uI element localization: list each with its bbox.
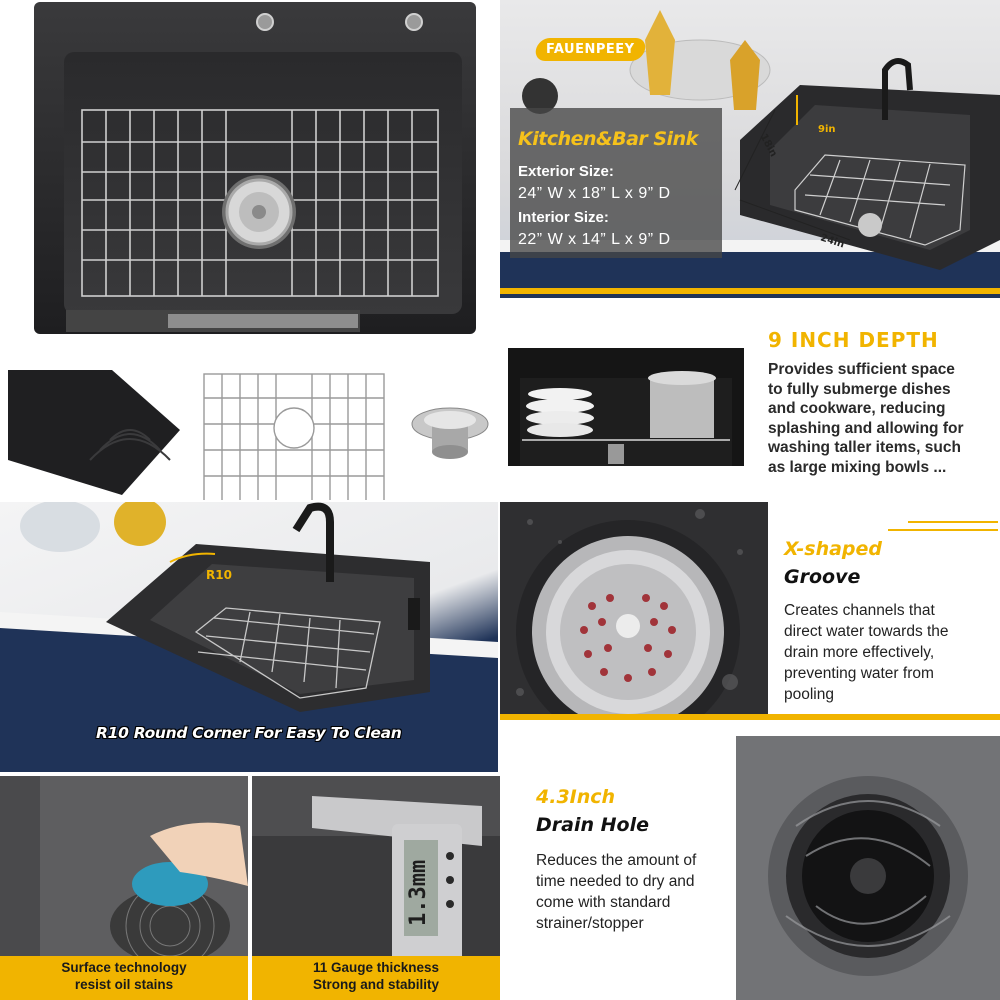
drain-line: come with standard xyxy=(536,894,671,911)
drain-heading-1: 4.3Inch xyxy=(536,786,616,808)
drain-image-panel xyxy=(736,736,1000,1000)
depth-panel: 9 INCH DEPTH Provides sufficient space t… xyxy=(500,308,1000,498)
gauge-caption-line-1: 11 Gauge thickness xyxy=(312,960,440,975)
depth-line: washing taller items, such xyxy=(768,439,961,457)
r10-badge: R10 xyxy=(206,568,232,582)
drain-heading-2: Drain Hole xyxy=(536,814,649,836)
drain-line: Reduces the amount of xyxy=(536,852,697,869)
exterior-size-label: Exterior Size: xyxy=(518,163,614,180)
dim-depth-label: 9in xyxy=(818,124,836,135)
depth-heading: 9 INCH DEPTH xyxy=(768,328,939,352)
accessories-panel xyxy=(0,340,498,500)
depth-line: splashing and allowing for xyxy=(768,419,964,437)
depth-line: Provides sufficient space xyxy=(768,361,955,378)
brand-logo: FAUENPEEY xyxy=(533,38,648,61)
drain-line: time needed to dry and xyxy=(536,873,695,890)
depth-cutaway-image xyxy=(508,348,744,466)
specs-panel: FAUENPEEY Kitchen&Bar Sink Exterior Size… xyxy=(500,0,1000,298)
spec-title: Kitchen&Bar Sink xyxy=(518,128,698,150)
sink-top-view-image xyxy=(34,2,476,334)
depth-line: as large mixing bowls ... xyxy=(768,458,947,476)
groove-heading-1: X-shaped xyxy=(784,538,883,560)
groove-heading-2: Groove xyxy=(784,566,861,588)
groove-accent-lines xyxy=(888,521,998,531)
brand-logo-text: FAUENPEEY xyxy=(546,42,635,57)
accessories-image xyxy=(8,370,489,500)
interior-size-value: 22” W x 14” L x 9” D xyxy=(518,231,671,248)
caliper-readout: 1.3mm xyxy=(406,859,431,926)
r10-sink-image xyxy=(0,502,498,772)
groove-line: pooling xyxy=(784,686,834,703)
yellow-divider xyxy=(500,288,1000,294)
drying-mat xyxy=(8,370,180,495)
surface-caption-line-1: Surface technology xyxy=(61,960,187,975)
sink-top-view-panel xyxy=(0,0,498,340)
gauge-caption-line-2: Strong and stability xyxy=(312,977,439,992)
spec-box xyxy=(510,108,722,258)
groove-divider xyxy=(768,714,1000,720)
r10-panel: R10 R10 Round Corner For Easy To Clean xyxy=(0,502,498,772)
groove-description: Creates channels that direct water towar… xyxy=(784,600,949,705)
groove-image-divider xyxy=(500,714,768,720)
surface-panel: Surface technology resist oil stains xyxy=(0,776,248,1000)
groove-line: preventing water from xyxy=(784,665,934,682)
interior-size-label: Interior Size: xyxy=(518,209,609,226)
drain-swirl-image xyxy=(736,736,1000,1000)
groove-line: Creates channels that xyxy=(784,602,935,619)
strainer xyxy=(411,407,489,459)
depth-description: Provides sufficient space to fully subme… xyxy=(768,360,963,478)
r10-caption: R10 Round Corner For Easy To Clean xyxy=(96,724,402,742)
drain-text-panel: 4.3Inch Drain Hole Reduces the amount of… xyxy=(500,722,736,1000)
sink-grid xyxy=(203,373,385,500)
exterior-size-value: 24” W x 18” L x 9” D xyxy=(518,185,671,202)
surface-caption-line-2: resist oil stains xyxy=(74,977,174,992)
gauge-panel: 1.3mm 11 Gauge thickness Strong and stab… xyxy=(252,776,500,1000)
drain-description: Reduces the amount of time needed to dry… xyxy=(536,850,696,934)
surface-caption-bar xyxy=(0,956,248,1000)
strainer-closeup-image xyxy=(500,502,768,720)
depth-line: to fully submerge dishes xyxy=(768,380,951,398)
groove-text-panel: X-shaped Groove Creates channels that di… xyxy=(768,502,1000,720)
groove-line: direct water towards the xyxy=(784,623,949,640)
gauge-caption-bar xyxy=(252,956,500,1000)
drain-line: strainer/stopper xyxy=(536,915,644,932)
groove-line: drain more effectively, xyxy=(784,644,935,661)
groove-image-panel xyxy=(500,502,768,720)
depth-line: and cookware, reducing xyxy=(768,400,946,418)
